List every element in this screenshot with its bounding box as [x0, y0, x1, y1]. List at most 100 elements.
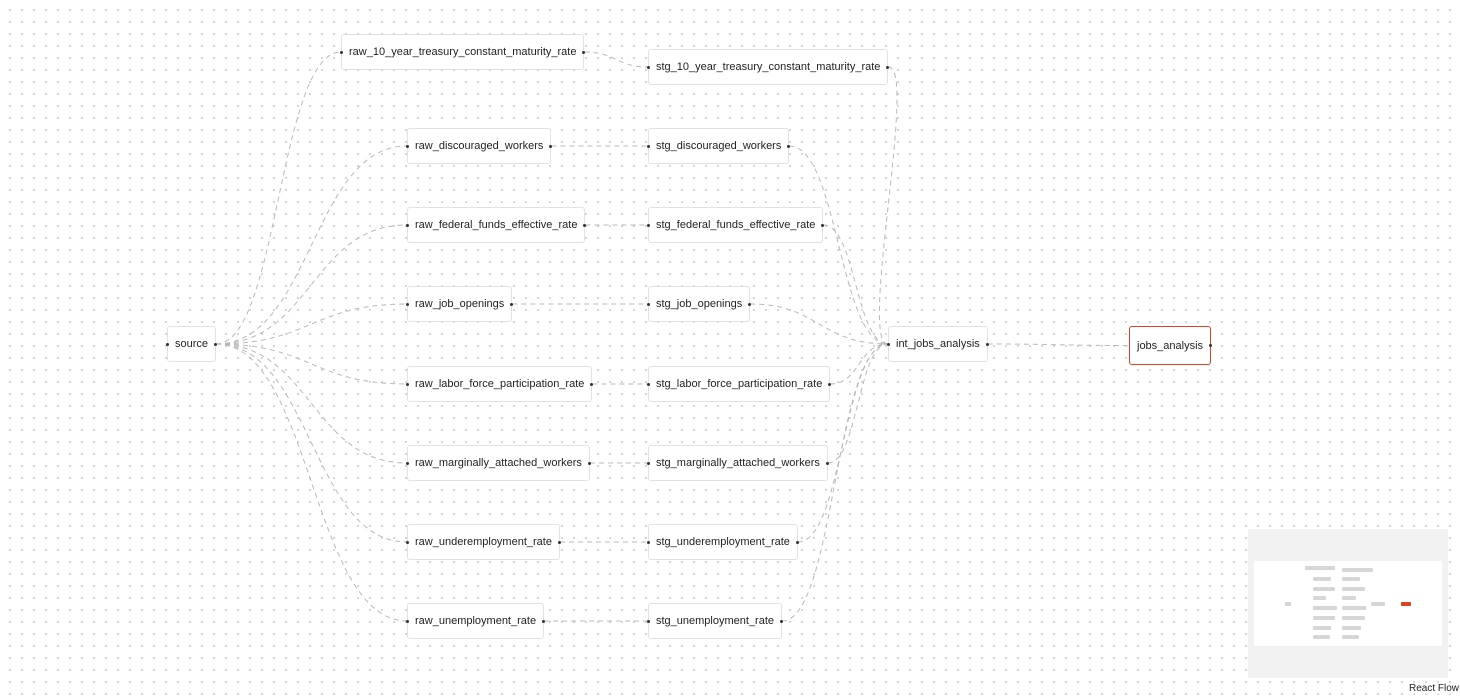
node-label: stg_discouraged_workers — [656, 140, 782, 152]
minimap-node — [1313, 626, 1331, 630]
minimap-viewport[interactable] — [1254, 561, 1442, 646]
node-label: raw_discouraged_workers — [415, 140, 544, 152]
minimap-node — [1342, 616, 1365, 620]
target-handle[interactable] — [406, 144, 409, 148]
target-handle[interactable] — [647, 461, 650, 465]
edge-stg_job_openings-to-int_jobs_analysis[interactable] — [750, 303, 889, 345]
node-label: int_jobs_analysis — [896, 338, 980, 350]
source-handle[interactable] — [549, 144, 553, 148]
source-handle[interactable] — [825, 461, 829, 465]
source-handle[interactable] — [557, 540, 561, 544]
edge-raw_10_year_treasury_constant_maturity_rate-to-stg_10_year_treasury_constant_maturity_rate[interactable] — [584, 51, 649, 68]
node-stg-job-openings[interactable]: stg_job_openings — [647, 286, 752, 322]
minimap-node — [1342, 577, 1360, 581]
edge-source-to-raw_job_openings[interactable] — [216, 303, 408, 345]
target-handle[interactable] — [406, 540, 409, 544]
minimap-node-selected — [1401, 602, 1411, 606]
edge-stg_10_year_treasury_constant_maturity_rate-to-int_jobs_analysis[interactable] — [878, 66, 898, 345]
edge-stg_discouraged_workers-to-int_jobs_analysis[interactable] — [789, 145, 889, 345]
node-label: stg_federal_funds_effective_rate — [656, 219, 816, 231]
react-flow-attribution[interactable]: React Flow — [1407, 683, 1460, 694]
target-handle[interactable] — [166, 342, 169, 346]
node-source[interactable]: source — [166, 326, 218, 362]
minimap-node — [1305, 566, 1335, 570]
target-handle[interactable] — [647, 223, 650, 227]
source-handle[interactable] — [582, 50, 586, 54]
node-stg-federal-funds-effective-rate[interactable]: stg_federal_funds_effective_rate — [647, 207, 825, 243]
minimap[interactable] — [1248, 529, 1448, 678]
node-label: stg_job_openings — [656, 298, 743, 310]
node-raw-10-year-treasury-constant-maturity-rate[interactable]: raw_10_year_treasury_constant_maturity_r… — [340, 34, 586, 70]
source-handle[interactable] — [590, 382, 594, 386]
target-handle[interactable] — [406, 382, 409, 386]
source-handle[interactable] — [821, 223, 825, 227]
source-handle[interactable] — [985, 342, 989, 346]
target-handle[interactable] — [406, 302, 409, 306]
minimap-node — [1342, 635, 1359, 639]
source-handle[interactable] — [587, 461, 591, 465]
target-handle[interactable] — [647, 302, 650, 306]
source-handle[interactable] — [583, 223, 587, 227]
node-label: raw_10_year_treasury_constant_maturity_r… — [349, 46, 577, 58]
source-handle[interactable] — [510, 302, 514, 306]
target-handle[interactable] — [406, 461, 409, 465]
source-handle[interactable] — [787, 144, 791, 148]
target-handle[interactable] — [887, 342, 890, 346]
node-label: stg_labor_force_participation_rate — [656, 378, 823, 390]
edge-source-to-raw_underemployment_rate[interactable] — [216, 343, 408, 543]
source-handle[interactable] — [780, 619, 784, 623]
target-handle[interactable] — [647, 619, 650, 623]
node-raw-federal-funds-effective-rate[interactable]: raw_federal_funds_effective_rate — [406, 207, 587, 243]
edge-source-to-raw_discouraged_workers[interactable] — [216, 145, 408, 345]
minimap-node — [1342, 587, 1365, 591]
minimap-node — [1285, 602, 1291, 606]
node-raw-labor-force-participation-rate[interactable]: raw_labor_force_participation_rate — [406, 366, 594, 402]
node-stg-discouraged-workers[interactable]: stg_discouraged_workers — [647, 128, 791, 164]
node-int-jobs-analysis[interactable]: int_jobs_analysis — [887, 326, 989, 362]
target-handle[interactable] — [647, 65, 650, 69]
node-label: source — [175, 338, 209, 350]
edge-source-to-raw_10_year_treasury_constant_maturity_rate[interactable] — [216, 51, 342, 345]
edge-stg_federal_funds_effective_rate-to-int_jobs_analysis[interactable] — [823, 224, 889, 345]
source-handle[interactable] — [886, 65, 890, 69]
edge-int_jobs_analysis-to-jobs_analysis[interactable] — [987, 343, 1130, 346]
target-handle[interactable] — [647, 144, 650, 148]
edge-stg_unemployment_rate-to-int_jobs_analysis[interactable] — [782, 343, 889, 622]
node-stg-10-year-treasury-constant-maturity-rate[interactable]: stg_10_year_treasury_constant_maturity_r… — [647, 49, 890, 85]
node-raw-unemployment-rate[interactable]: raw_unemployment_rate — [406, 603, 546, 639]
target-handle[interactable] — [406, 223, 409, 227]
edge-stg_marginally_attached_workers-to-int_jobs_analysis[interactable] — [827, 343, 889, 464]
minimap-node — [1313, 587, 1335, 591]
target-handle[interactable] — [647, 540, 650, 544]
edge-source-to-raw_unemployment_rate[interactable] — [216, 343, 408, 622]
node-label: stg_unemployment_rate — [656, 615, 775, 627]
target-handle[interactable] — [647, 382, 650, 386]
source-handle[interactable] — [542, 619, 546, 623]
target-handle[interactable] — [406, 619, 409, 623]
node-raw-job-openings[interactable]: raw_job_openings — [406, 286, 514, 322]
edge-stg_labor_force_participation_rate-to-int_jobs_analysis[interactable] — [830, 343, 889, 385]
node-label: raw_marginally_attached_workers — [415, 457, 582, 469]
source-handle[interactable] — [748, 302, 752, 306]
node-stg-marginally-attached-workers[interactable]: stg_marginally_attached_workers — [647, 445, 829, 481]
node-raw-underemployment-rate[interactable]: raw_underemployment_rate — [406, 524, 561, 560]
source-handle[interactable] — [828, 382, 832, 386]
source-handle[interactable] — [795, 540, 799, 544]
minimap-node — [1342, 568, 1373, 572]
node-stg-underemployment-rate[interactable]: stg_underemployment_rate — [647, 524, 799, 560]
minimap-node — [1313, 635, 1330, 639]
minimap-node — [1313, 606, 1337, 610]
node-label: jobs_analysis — [1137, 339, 1204, 352]
target-handle[interactable] — [340, 50, 343, 54]
node-raw-discouraged-workers[interactable]: raw_discouraged_workers — [406, 128, 553, 164]
source-handle[interactable] — [214, 342, 218, 346]
source-handle[interactable] — [1209, 344, 1213, 347]
edge-source-to-raw_labor_force_participation_rate[interactable] — [216, 343, 408, 385]
node-jobs-analysis[interactable]: jobs_analysis — [1129, 326, 1213, 365]
edge-source-to-raw_federal_funds_effective_rate[interactable] — [216, 224, 408, 345]
node-stg-unemployment-rate[interactable]: stg_unemployment_rate — [647, 603, 784, 639]
node-raw-marginally-attached-workers[interactable]: raw_marginally_attached_workers — [406, 445, 591, 481]
node-stg-labor-force-participation-rate[interactable]: stg_labor_force_participation_rate — [647, 366, 832, 402]
edge-source-to-raw_marginally_attached_workers[interactable] — [216, 343, 408, 464]
